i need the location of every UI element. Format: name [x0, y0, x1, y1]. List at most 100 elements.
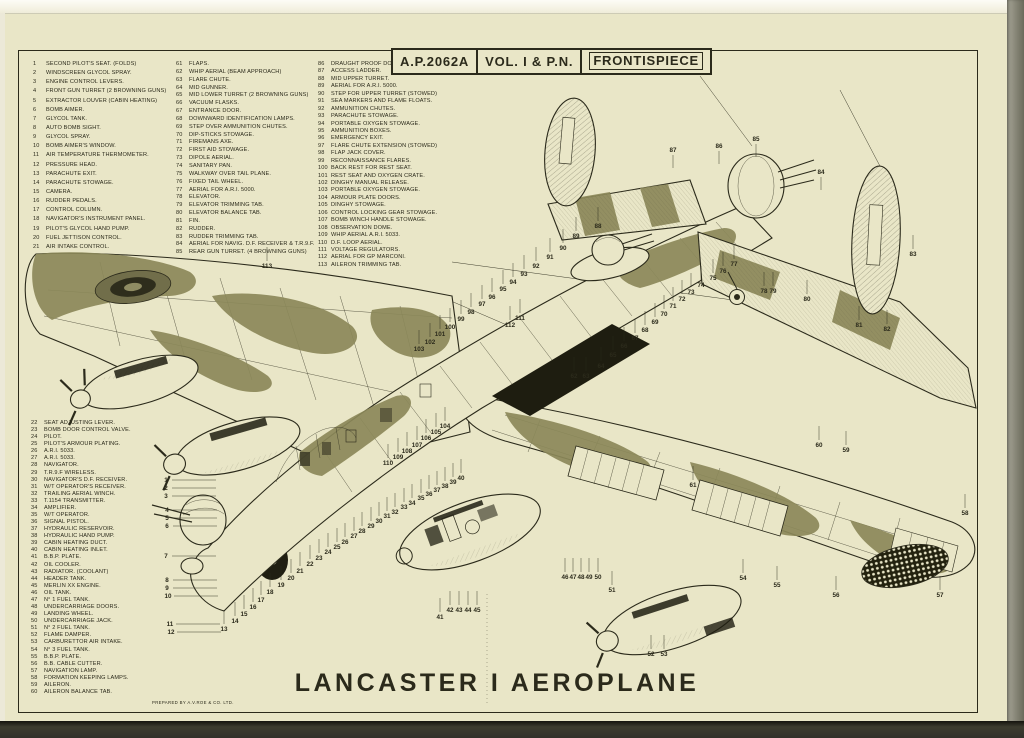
legend-item-label: FLAP JACK COVER. — [331, 150, 386, 157]
callout-78: 78 — [760, 272, 768, 295]
legend-item-number: 19 — [33, 225, 40, 232]
callout-80: 80 — [803, 280, 811, 303]
doc-reference: A.P.2062A — [400, 53, 470, 69]
svg-text:6: 6 — [165, 523, 169, 530]
legend-item-label: OBSERVATION DOME. — [331, 224, 393, 231]
callout-16: 16 — [249, 588, 257, 611]
callout-51: 51 — [608, 571, 616, 594]
legend-item-number: 30 — [31, 476, 38, 483]
legend-item-label: STEP OVER AMMUNITION CHUTES. — [189, 123, 288, 130]
legend-item-label: PORTABLE OXYGEN STOWAGE. — [331, 120, 421, 127]
callout-34: 34 — [408, 484, 416, 507]
photo-edge-right — [1007, 0, 1024, 738]
svg-text:101: 101 — [435, 331, 446, 338]
legend-item-label: ENGINE CONTROL LEVERS. — [46, 79, 124, 86]
svg-text:40: 40 — [457, 475, 465, 482]
legend-item-number: 10 — [33, 143, 40, 150]
legend-item-label: DIPOLE AERIAL. — [189, 155, 234, 162]
bomb-bay-opening — [492, 324, 650, 416]
svg-text:57: 57 — [936, 592, 944, 599]
legend-item-number: 60 — [31, 688, 38, 695]
legend-item-label: AERIAL FOR GP MARCONI. — [331, 254, 406, 261]
callout-79: 79 — [769, 272, 777, 295]
svg-text:28: 28 — [358, 528, 366, 535]
legend-item-number: 64 — [176, 84, 183, 91]
legend-item-label: BACK REST FOR REST SEAT. — [331, 165, 412, 172]
svg-text:38: 38 — [441, 483, 449, 490]
svg-text:14: 14 — [231, 618, 239, 625]
svg-text:46: 46 — [561, 574, 569, 581]
legend-item-number: 22 — [31, 420, 38, 426]
callout-38: 38 — [441, 467, 449, 490]
svg-text:70: 70 — [660, 311, 668, 318]
callout-59: 59 — [842, 431, 850, 454]
callout-28: 28 — [358, 512, 366, 535]
legend-item-label: UNDERCARRIAGE JACK. — [44, 618, 113, 625]
callout-68: 68 — [641, 311, 649, 334]
nose-turret — [151, 494, 227, 546]
flap-structure — [567, 445, 789, 537]
legend-item-label: DINGHY STOWAGE. — [331, 202, 386, 209]
callout-69: 69 — [651, 303, 659, 326]
callout-74: 74 — [697, 266, 705, 289]
photo-edge-top — [0, 0, 1024, 14]
legend-item-number: 6 — [33, 106, 37, 113]
callout-110: 110 — [383, 444, 394, 467]
legend-item-number: 70 — [176, 131, 183, 138]
svg-text:61: 61 — [689, 482, 697, 489]
legend-item-number: 11 — [33, 152, 40, 159]
legend-item-number: 108 — [318, 224, 328, 231]
legend-item-label: SIGNAL PISTOL. — [44, 519, 89, 526]
callout-31: 31 — [383, 497, 391, 520]
callout-50: 50 — [594, 558, 602, 581]
callout-62: 62 — [570, 357, 578, 380]
legend-item-number: 24 — [31, 434, 38, 441]
callout-35: 35 — [417, 479, 425, 502]
svg-text:32: 32 — [391, 509, 399, 516]
legend-item-number: 2 — [33, 70, 37, 77]
legend-item-label: MERLIN XX ENGINE. — [44, 582, 101, 589]
svg-text:54: 54 — [739, 575, 747, 582]
callout-37: 37 — [433, 471, 441, 494]
callout-2: 2 — [164, 485, 216, 492]
legend-item-label: WALKWAY OVER TAIL PLANE. — [189, 170, 272, 177]
svg-text:73: 73 — [687, 289, 695, 296]
legend-item-number: 71 — [176, 139, 183, 146]
svg-text:76: 76 — [719, 268, 727, 275]
callout-101: 101 — [435, 315, 446, 338]
legend-item-label: EMERGENCY EXIT. — [331, 135, 384, 142]
legend-item-label: SEAT ADJUSTING LEVER. — [44, 420, 116, 426]
legend-item-label: CABIN HEATING DUCT. — [44, 540, 108, 547]
callout-54: 54 — [739, 559, 747, 582]
legend-item-number: 43 — [31, 568, 38, 575]
legend-item-label: MID GUNNER. — [189, 84, 228, 91]
legend-item-label: ARMOUR PLATE DOORS. — [331, 194, 401, 201]
legend-item-label: ELEVATOR BALANCE TAB. — [189, 210, 262, 217]
starboard-fin — [851, 165, 901, 315]
callout-109: 109 — [393, 438, 404, 461]
legend-item-number: 95 — [318, 127, 325, 134]
svg-text:11: 11 — [167, 621, 174, 628]
callout-95: 95 — [499, 270, 507, 293]
legend-item-number: 86 — [318, 61, 325, 67]
legend-item-number: 55 — [31, 653, 38, 660]
legend-item-label: N° 1 FUEL TANK. — [44, 596, 90, 603]
svg-text:16: 16 — [249, 604, 257, 611]
legend-item-label: PARACHUTE STOWAGE. — [331, 113, 399, 120]
